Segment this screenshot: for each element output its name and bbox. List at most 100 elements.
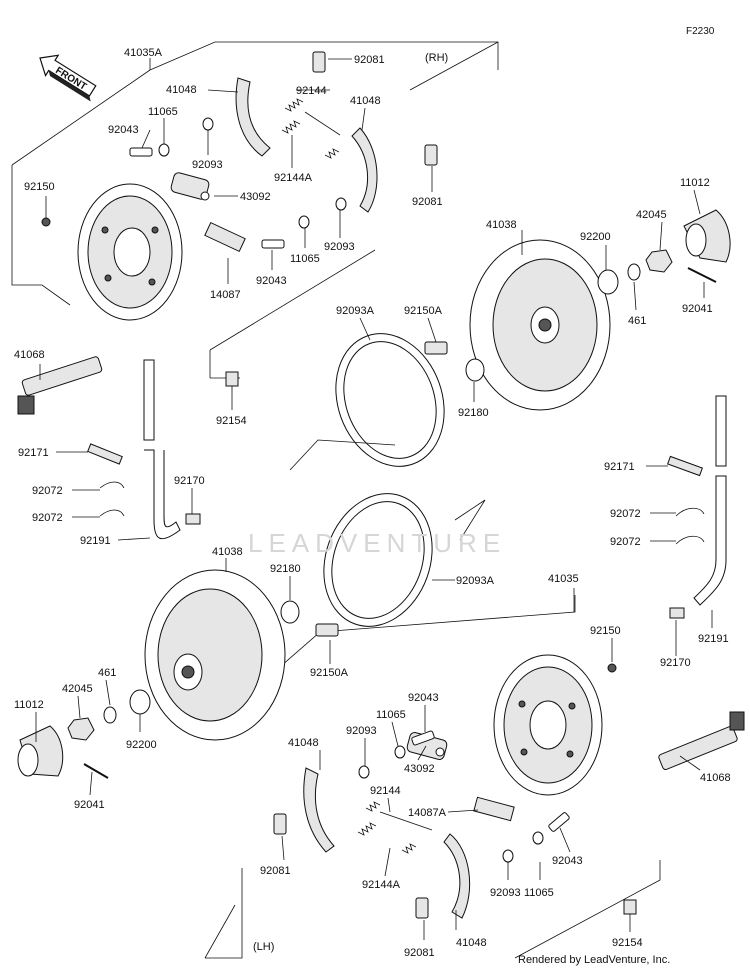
- lh-pin-92043-a: [411, 730, 435, 746]
- lh-oring-92180: [280, 600, 300, 624]
- label-92093-b: 92093: [324, 241, 355, 253]
- label-11065-c: 11065: [376, 709, 406, 721]
- rh-spring-92144: [284, 98, 341, 136]
- lh-adjuster-14087A: [473, 796, 515, 822]
- label-92093-a: 92093: [192, 159, 223, 171]
- label-41038-b: 41038: [212, 546, 243, 558]
- part-labels: 41035A 92081 41048 92144 41048 11065 920…: [14, 47, 731, 959]
- lh-brake-shoe-lower: [443, 833, 471, 919]
- rh-backing-plate: [77, 183, 183, 321]
- label-11065-d: 11065: [524, 887, 554, 899]
- side-rh-label: (RH): [425, 52, 448, 64]
- label-92041-a: 92041: [682, 303, 713, 315]
- watermark: LEADVENTURE: [248, 528, 506, 558]
- label-14087: 14087: [210, 289, 241, 301]
- label-92200-a: 92200: [580, 231, 611, 243]
- lh-brake-drum: [144, 569, 286, 741]
- lh-washer-461: [103, 706, 117, 724]
- rh-retainer-92081-b: [424, 144, 438, 166]
- label-92041-b: 92041: [74, 799, 105, 811]
- lh-hub-cap-11012: [17, 725, 64, 777]
- footer-credit: Rendered by LeadVenture, Inc.: [518, 954, 670, 966]
- rh-brake-shoe-upper: [235, 77, 271, 157]
- label-11065-b: 11065: [290, 253, 320, 265]
- label-43092-b: 43092: [404, 763, 435, 775]
- label-92043-b: 92043: [256, 275, 287, 287]
- rh-pin-92043-a: [129, 147, 153, 157]
- label-92093-c: 92093: [346, 725, 377, 737]
- label-14087A: 14087A: [408, 807, 447, 819]
- rh-washer-92093-a: [202, 117, 214, 131]
- label-92072-a: 92072: [32, 485, 63, 497]
- label-92144-a: 92144: [296, 85, 327, 97]
- label-11065-a: 11065: [148, 106, 178, 118]
- label-92043-d: 92043: [552, 855, 583, 867]
- label-41035A: 41035A: [124, 47, 163, 59]
- lh-bolt-92150: [607, 663, 617, 673]
- label-92081-b: 92081: [412, 196, 443, 208]
- rh-clamp-92171: [87, 443, 123, 465]
- label-92150-b: 92150: [590, 625, 621, 637]
- rh-adjuster-14087: [204, 221, 246, 253]
- lh-clip-92072-a: [675, 507, 705, 517]
- lh-cotter-pin-92041: [83, 763, 109, 779]
- rh-clip-92072-a: [99, 481, 125, 489]
- lh-washer-92093-a: [358, 765, 370, 779]
- label-92150A-a: 92150A: [404, 305, 443, 317]
- label-92081-a: 92081: [354, 54, 385, 66]
- lh-hose-92191: [693, 395, 727, 606]
- label-11012-b: 11012: [14, 699, 44, 711]
- rh-bracket-92170: [185, 513, 201, 525]
- lh-bolt-92154: [623, 899, 637, 915]
- label-92154-a: 92154: [216, 415, 247, 427]
- lh-washer-92200: [129, 689, 151, 715]
- front-arrow-icon: FRONT: [39, 54, 97, 102]
- lh-retainer-92081-a: [273, 813, 287, 835]
- rh-seal-92093A: [335, 333, 445, 467]
- lh-spring-92144: [365, 801, 433, 831]
- label-43092-a: 43092: [240, 191, 271, 203]
- rh-washer-11065-a: [158, 143, 170, 157]
- label-92170-b: 92170: [660, 657, 691, 669]
- lh-bracket-92170: [669, 607, 685, 619]
- label-92144A-a: 92144A: [274, 172, 313, 184]
- label-92093A-a: 92093A: [336, 305, 375, 317]
- rh-assembly-frame: (RH): [11, 41, 499, 379]
- rh-brake-drum: [469, 239, 611, 411]
- lh-backing-plate: [493, 654, 603, 796]
- label-92081-d: 92081: [404, 947, 435, 959]
- rh-washer-11065-b: [298, 215, 310, 229]
- rh-hub-cap-11012: [683, 209, 731, 263]
- label-42045-b: 42045: [62, 683, 93, 695]
- diagram-code: F2230: [686, 26, 715, 37]
- lh-nut-42045: [67, 717, 95, 741]
- label-92043-c: 92043: [408, 692, 439, 704]
- leader-lines: [35, 58, 713, 940]
- label-92200-b: 92200: [126, 739, 157, 751]
- rh-cotter-pin-92041: [687, 267, 717, 283]
- label-92093-d: 92093: [490, 887, 521, 899]
- rh-axle-41068: [17, 356, 103, 415]
- label-92154-b: 92154: [612, 937, 643, 949]
- label-92144A-b: 92144A: [362, 879, 401, 891]
- lh-clip-92072-b: [675, 535, 705, 545]
- rh-bolt-92154: [225, 371, 239, 387]
- rh-bolt-92150A: [424, 341, 448, 355]
- lh-washer-92093-b: [502, 849, 514, 863]
- label-92191-b: 92191: [698, 633, 729, 645]
- rh-spring-92144A: [281, 120, 340, 159]
- label-42045-a: 42045: [636, 209, 667, 221]
- label-92081-c: 92081: [260, 865, 291, 877]
- lh-brake-shoe-upper: [303, 767, 335, 853]
- label-11012-a: 11012: [680, 177, 710, 189]
- rh-retainer-92081-a: [312, 51, 326, 73]
- rh-clip-92072-b: [99, 509, 125, 517]
- lh-bolt-92150A: [315, 623, 339, 637]
- label-461-a: 461: [628, 315, 646, 327]
- lh-clamp-92171: [667, 455, 703, 477]
- label-92171-b: 92171: [604, 461, 635, 473]
- label-41048-a: 41048: [166, 84, 197, 96]
- label-41068-a: 41068: [14, 349, 45, 361]
- lh-axle-41068: [658, 711, 745, 770]
